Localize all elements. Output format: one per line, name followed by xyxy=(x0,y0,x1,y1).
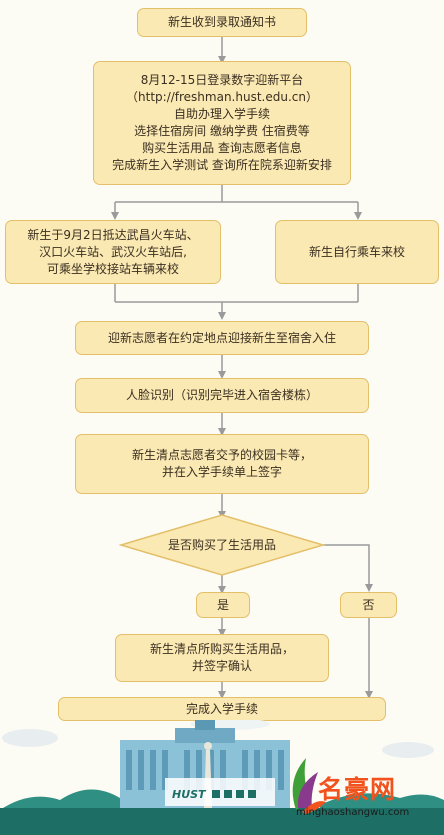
platform-line: 选择住宿房间 缴纳学费 住宿费等 xyxy=(134,124,310,138)
node-face: 人脸识别（识别完毕进入宿舍楼栋） xyxy=(75,378,369,413)
node-start: 新生收到录取通知书 xyxy=(137,8,307,37)
node-no: 否 xyxy=(340,592,397,618)
station-line: 汉口火车站、武汉火车站后, xyxy=(39,244,187,259)
node-volunteer: 迎新志愿者在约定地点迎接新生至宿舍入住 xyxy=(75,321,369,355)
decision-text: 是否购买了生活用品 xyxy=(167,538,276,552)
arrow-platform-split xyxy=(114,185,359,218)
node-self-travel: 新生自行乘车来校 xyxy=(275,220,439,284)
no-text: 否 xyxy=(362,597,375,612)
platform-line: 购买生活用品 查询志愿者信息 xyxy=(142,141,302,155)
svg-text:HUST: HUST xyxy=(172,788,207,801)
platform-line: （http://freshman.hust.edu.cn） xyxy=(126,90,318,104)
node-station: 新生于9月2日抵达武昌火车站、 汉口火车站、武汉火车站后, 可乘坐学校接站车辆来… xyxy=(5,220,221,284)
node-start-text: 新生收到录取通知书 xyxy=(167,15,276,29)
arrow-merge xyxy=(114,284,359,318)
brand-url: minghaoshangwu.com xyxy=(296,807,410,818)
complete-text: 完成入学手续 xyxy=(185,701,258,716)
campus-card-line: 新生清点志愿者交予的校园卡等， xyxy=(131,448,312,462)
face-text: 人脸识别（识别完毕进入宿舍楼栋） xyxy=(125,388,318,402)
platform-line: 8月12-15日登录数字迎新平台 xyxy=(140,73,304,87)
brand-logo-icon xyxy=(292,758,326,814)
station-line: 新生于9月2日抵达武昌火车站、 xyxy=(27,227,199,242)
station-line: 可乘坐学校接站车辆来校 xyxy=(46,261,179,276)
self-travel-text: 新生自行乘车来校 xyxy=(308,244,405,259)
platform-line: 自助办理入学手续 xyxy=(173,107,270,121)
platform-line: 完成新生入学测试 查询所在院系迎新安排 xyxy=(112,158,332,172)
node-platform: 8月12-15日登录数字迎新平台 （http://freshman.hust.e… xyxy=(93,61,351,185)
volunteer-text: 迎新志愿者在约定地点迎接新生至宿舍入住 xyxy=(107,330,336,345)
campus-illustration: HUST xyxy=(0,720,444,835)
yes-text: 是 xyxy=(216,597,229,612)
node-check-items: 新生清点所购买生活用品， 并签字确认 xyxy=(115,634,329,682)
campus-card-line: 并在入学手续单上签字 xyxy=(161,465,282,479)
node-campus-card: 新生清点志愿者交予的校园卡等， 并在入学手续单上签字 xyxy=(75,434,369,494)
check-items-line: 并签字确认 xyxy=(191,659,252,673)
arrow-decision-no xyxy=(323,544,370,590)
node-complete: 完成入学手续 xyxy=(58,697,386,721)
check-items-line: 新生清点所购买生活用品， xyxy=(149,642,294,656)
brand-name: 名豪网 xyxy=(318,775,397,804)
campus-building-illustration: HUST xyxy=(0,720,444,835)
decision-diamond xyxy=(118,514,326,576)
node-yes: 是 xyxy=(196,592,250,618)
